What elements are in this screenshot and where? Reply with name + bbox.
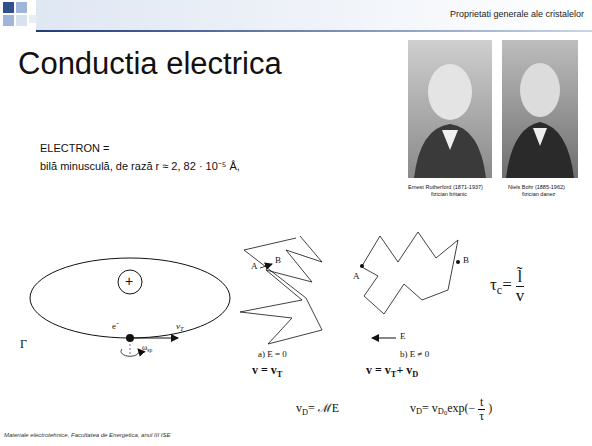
illustration-part — [36, 30, 592, 32]
equation: = ℳE — [308, 401, 339, 415]
orbit-label: Γ — [20, 337, 27, 351]
illustration-part — [3, 15, 14, 26]
equation: v — [296, 401, 302, 415]
illustration-part — [502, 40, 578, 178]
text-group: Materiale electrotehnice, Facultatea de … — [4, 432, 170, 439]
equation: v = v — [252, 363, 277, 377]
illustration-part — [118, 270, 142, 294]
point-label: B — [275, 255, 281, 265]
illustration-part — [428, 64, 472, 120]
illustration-part — [16, 15, 27, 26]
text-group: A — [352, 272, 361, 282]
slide-title: Conductia electrica — [18, 46, 282, 82]
illustration-part — [134, 338, 178, 339]
numerator: t — [478, 396, 485, 410]
equation: + v — [396, 363, 412, 377]
velocity-label: v — [176, 321, 180, 331]
subscript: D — [302, 408, 308, 417]
text-group: fizician britanic — [431, 191, 467, 197]
illustration-part — [30, 258, 230, 338]
illustration-part — [360, 232, 458, 314]
text-group: fizician danez — [522, 191, 555, 197]
figure-caption: b) E ≠ 0 — [400, 349, 429, 359]
illustration-part — [3, 2, 14, 13]
text-group: b) E ≠ 0 — [400, 350, 429, 360]
illustration-part — [360, 264, 364, 268]
equation: = v — [422, 401, 438, 415]
text-group: vT — [176, 322, 184, 333]
text-group: v = vT+ vD — [366, 364, 418, 379]
text-group: A — [250, 262, 259, 272]
subscript: D — [416, 407, 422, 416]
equation: exp — [447, 401, 464, 415]
illustration-part — [240, 236, 322, 344]
text-group: a) E = 0 — [258, 350, 287, 360]
denominator: v — [514, 287, 527, 305]
illustration-part — [442, 130, 458, 150]
field-label: E — [400, 331, 406, 341]
text-group: vD= ℳE — [296, 402, 339, 417]
body-text: bilă minusculă, de rază r ≈ 2, 82 · 10⁻⁵… — [40, 160, 240, 172]
illustration-part — [408, 40, 492, 178]
equation: τ — [490, 275, 497, 294]
header-text: Proprietati generale ale cristalelor — [450, 9, 584, 19]
text-group: B — [462, 256, 470, 266]
text-group: ωsp — [142, 344, 152, 353]
text-group: ELECTRON = — [40, 142, 109, 154]
equation: v = v — [366, 363, 391, 377]
illustration-part — [414, 124, 486, 178]
text-group: Niels Bohr (1885-1962) — [508, 184, 565, 190]
illustration-part — [260, 264, 272, 268]
angular-speed-label: ω — [142, 343, 147, 352]
illustration-part — [29, 15, 37, 23]
point-label: A — [353, 271, 360, 281]
illustration-part — [130, 340, 131, 356]
subscript: D — [412, 370, 418, 379]
text-group: Proprietati generale ale cristalelor — [450, 10, 584, 20]
text-group: Γ — [20, 338, 27, 351]
text-group: e⁻ — [112, 322, 119, 332]
point-label: A — [251, 261, 258, 271]
subscript: T — [277, 370, 283, 379]
body-text: ELECTRON = — [40, 142, 109, 154]
equation: (− — [465, 401, 476, 415]
electron-label: e⁻ — [112, 321, 119, 331]
illustration-part — [36, 0, 592, 30]
text-group: + — [125, 274, 133, 289]
illustration-part — [16, 2, 27, 13]
equation: = — [502, 275, 512, 294]
text-group: vD= vD0exp(−tτ) — [410, 396, 492, 422]
subscript: D — [438, 407, 444, 416]
equation: ) — [488, 401, 492, 415]
photo-caption: fizician danez — [522, 191, 555, 197]
photo-caption: Niels Bohr (1885-1962) — [508, 184, 565, 190]
subscript: T — [391, 370, 397, 379]
subscript: c — [497, 283, 502, 297]
photo-caption: Ernest Rutherford (1871-1937) — [408, 184, 483, 190]
text-group: τc=l̃v — [490, 268, 528, 305]
illustration-part — [456, 260, 460, 264]
photo-caption: fizician britanic — [431, 191, 467, 197]
illustration-part — [520, 63, 560, 117]
text-group: v = vT — [252, 364, 282, 379]
illustration-part — [506, 122, 574, 178]
equation: v — [410, 401, 416, 415]
text-group: bilă minusculă, de rază r ≈ 2, 82 · 10⁻⁵… — [40, 160, 240, 172]
fraction: tτ — [477, 396, 486, 422]
illustration-part — [533, 128, 547, 146]
illustration-part — [372, 338, 396, 339]
subscript: sp — [147, 347, 152, 353]
nucleus-sign: + — [125, 273, 133, 289]
subscript: 0 — [444, 409, 447, 416]
point-label: B — [463, 255, 469, 265]
numerator: l̃ — [516, 268, 525, 287]
denominator: τ — [477, 410, 486, 423]
figure-caption: a) E = 0 — [258, 349, 287, 359]
text-group: Ernest Rutherford (1871-1937) — [408, 184, 483, 190]
text-group: E — [400, 332, 406, 342]
text-group: B — [274, 256, 282, 266]
footer-text: Materiale electrotehnice, Facultatea de … — [4, 432, 170, 438]
fraction: l̃v — [514, 268, 527, 305]
subscript: T — [180, 325, 184, 332]
